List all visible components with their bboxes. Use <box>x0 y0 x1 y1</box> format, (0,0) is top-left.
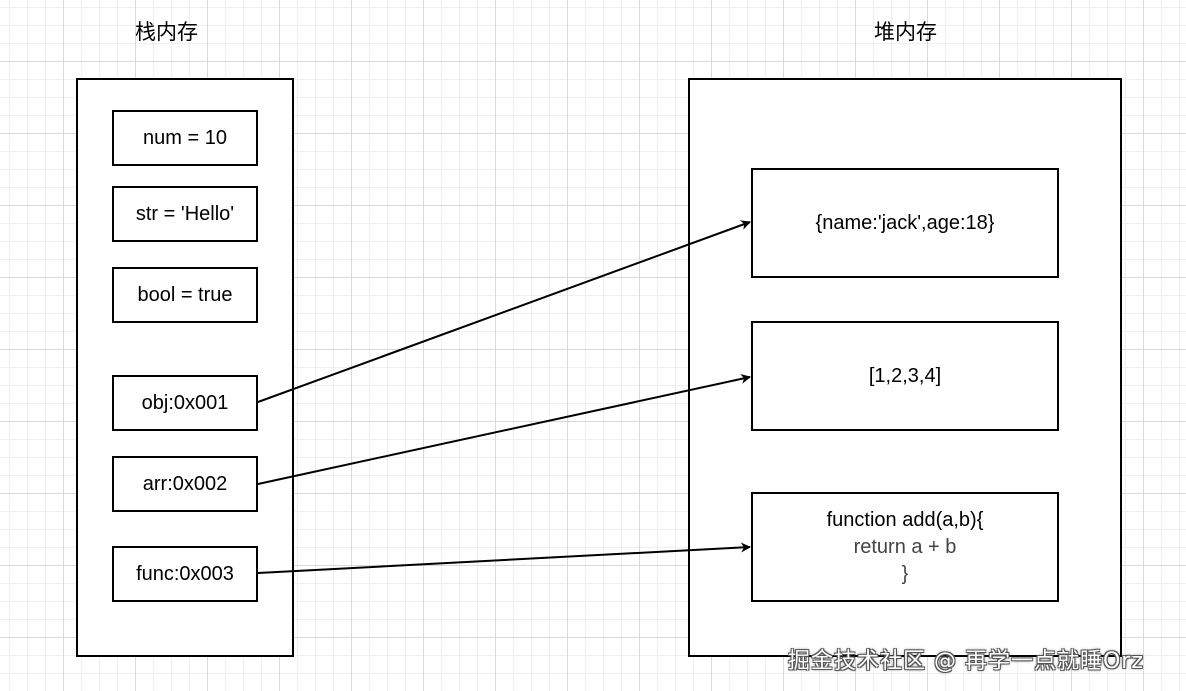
stack-memory-title: 栈内存 <box>135 20 198 44</box>
stack-cell-num: num = 10 <box>112 110 258 166</box>
function-code-line-2: return a + b <box>853 535 957 558</box>
stack-cell-func-reference: func:0x003 <box>112 546 258 602</box>
stack-cell-obj-reference: obj:0x001 <box>112 375 258 431</box>
arrow-arr-to-array <box>257 374 751 485</box>
function-code-line-3: } <box>901 562 909 585</box>
stack-cell-str: str = 'Hello' <box>112 186 258 242</box>
stack-cell-arr-reference: arr:0x002 <box>112 456 258 512</box>
function-code-line-1: function add(a,b){ <box>826 508 984 531</box>
arrow-func-to-function <box>257 542 751 574</box>
heap-cell-array: [1,2,3,4] <box>751 321 1059 431</box>
stack-cell-bool: bool = true <box>112 267 258 323</box>
heap-memory-title: 堆内存 <box>874 20 937 44</box>
heap-cell-function: function add(a,b){ return a + b } <box>751 492 1059 602</box>
arrow-obj-to-object <box>257 220 751 403</box>
watermark: 掘金技术社区 @ 再学一点就睡Orz <box>788 649 1144 674</box>
heap-cell-object: {name:'jack',age:18} <box>751 168 1059 278</box>
